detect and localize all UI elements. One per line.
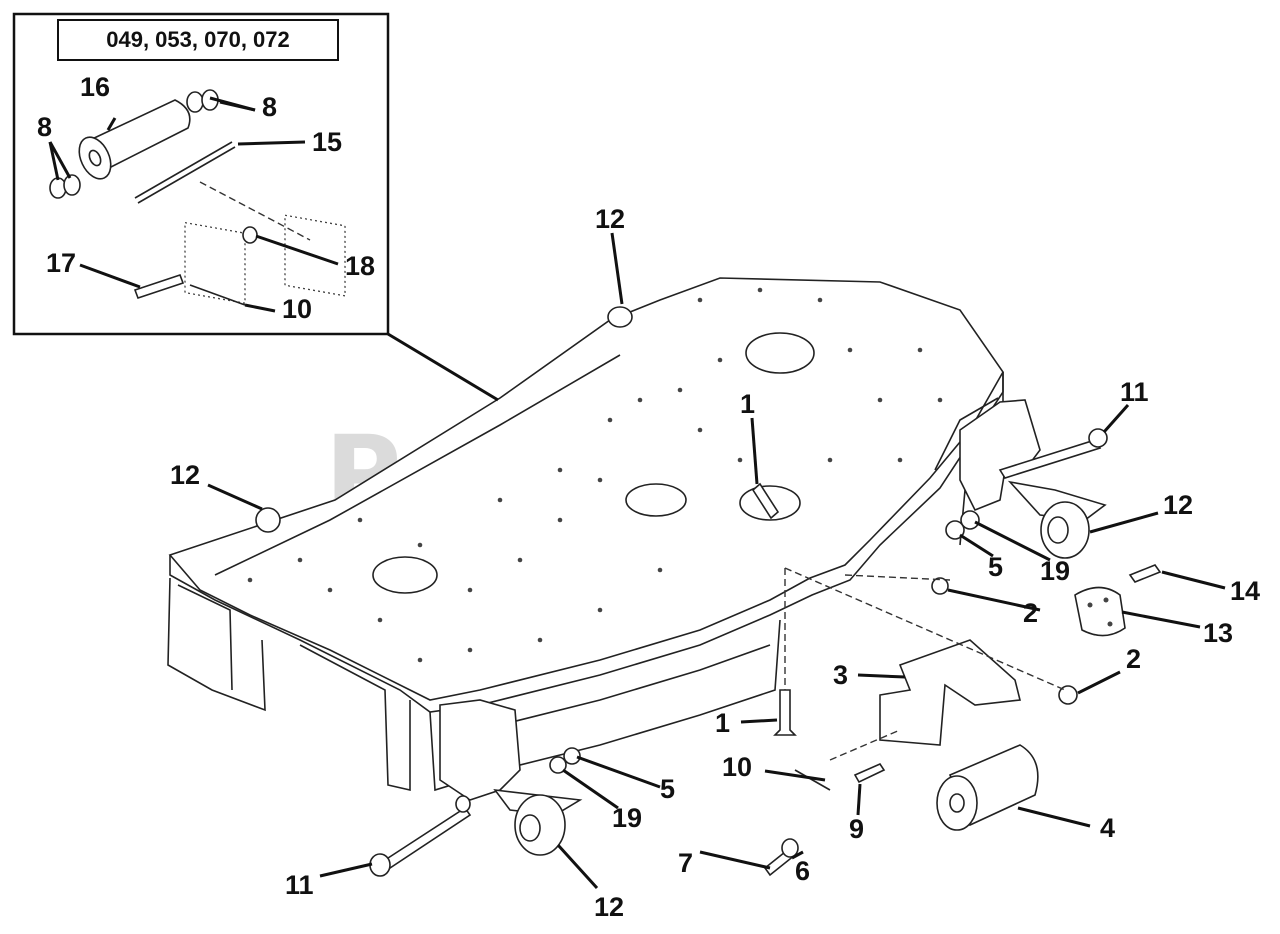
callout-1-lower: 1 (715, 708, 730, 738)
callout-11-left: 11 (285, 870, 314, 900)
callout-16: 16 (80, 72, 110, 102)
callout-3: 3 (833, 660, 848, 690)
callout-10-inset: 10 (282, 294, 312, 324)
leader-lines (48, 96, 1226, 890)
callout-13: 13 (1203, 618, 1233, 648)
inset-leader (387, 332, 499, 402)
inset-axle (134, 141, 233, 199)
callout-9: 9 (849, 814, 864, 844)
callout-12-left: 12 (170, 460, 200, 490)
callout-2-lower: 2 (1126, 644, 1141, 674)
callout-1-upper: 1 (740, 389, 755, 419)
callout-7: 7 (678, 848, 693, 878)
callout-11-right: 11 (1120, 377, 1149, 407)
inset-detail-box: 049, 053, 070, 072 (12, 12, 499, 402)
callout-10-hitch: 10 (722, 752, 752, 782)
hitch-bracket-assembly (751, 482, 1162, 877)
inset-bracket-left (184, 221, 246, 304)
deck-rear-rollers (255, 306, 633, 533)
right-wheel-assembly (945, 399, 1108, 559)
left-wheel-assembly (369, 699, 583, 877)
inset-roller (78, 99, 191, 180)
inset-nut (242, 226, 258, 244)
inset-model-list: 049, 053, 070, 072 (106, 27, 290, 52)
inset-bolt (133, 273, 185, 300)
inset-cotter-pin (189, 284, 246, 306)
callout-19-right: 19 (1040, 556, 1070, 586)
callout-15: 15 (312, 127, 342, 157)
deck-holes (247, 287, 943, 663)
callout-6: 6 (795, 856, 810, 886)
callout-labels: 16 8 8 15 17 18 10 12 12 1 11 12 5 19 14… (37, 72, 1260, 922)
inset-washers (49, 89, 219, 199)
callout-12-top: 12 (595, 204, 625, 234)
callout-8-right: 8 (262, 92, 277, 122)
callout-19-left: 19 (612, 803, 642, 833)
callout-5-left: 5 (660, 774, 675, 804)
callout-17: 17 (46, 248, 76, 278)
callout-2-upper: 2 (1023, 598, 1038, 628)
callout-8-left: 8 (37, 112, 52, 142)
callout-14: 14 (1230, 576, 1260, 606)
callout-12-right: 12 (1163, 490, 1193, 520)
callout-12-bottom: 12 (594, 892, 624, 922)
callout-18: 18 (345, 251, 375, 281)
callout-5-right: 5 (988, 552, 1003, 582)
callout-4: 4 (1100, 813, 1115, 843)
